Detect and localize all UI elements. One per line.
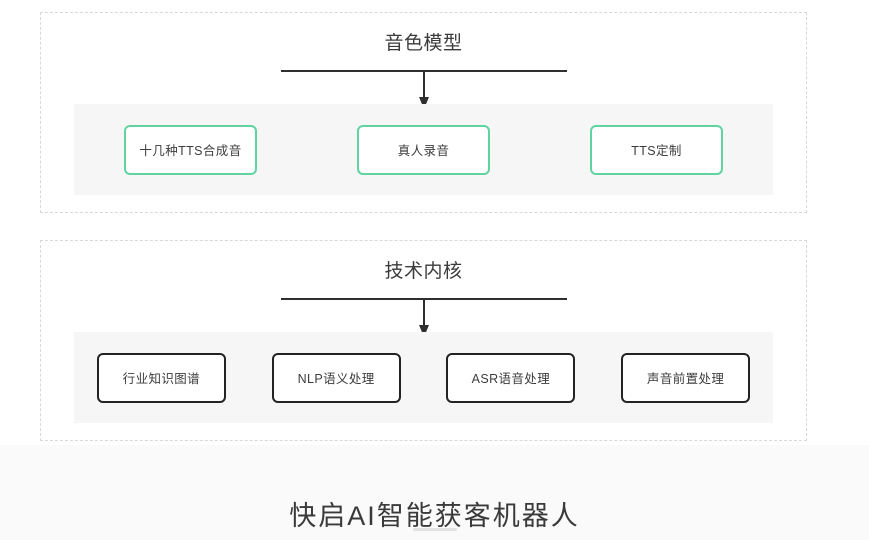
section-tech-core: 技术内核 行业知识图谱 NLP语义处理 ASR语音处理 声音前置处理: [40, 240, 807, 441]
arrow-head: [418, 325, 429, 337]
item-pill[interactable]: 声音前置处理: [621, 352, 751, 403]
section-items-panel: 行业知识图谱 NLP语义处理 ASR语音处理 声音前置处理: [74, 332, 773, 423]
item-pill[interactable]: TTS定制: [590, 124, 723, 175]
arrow-head: [418, 97, 429, 109]
section-title: 技术内核: [384, 261, 463, 282]
down-arrow-icon: [418, 71, 429, 109]
footer-band: 快启AI智能获客机器人: [0, 445, 869, 540]
footer-title: 快启AI智能获客机器人: [289, 501, 580, 531]
item-pill[interactable]: 真人录音: [357, 124, 490, 175]
down-arrow-icon: [418, 299, 429, 337]
section-header: 音色模型: [41, 13, 806, 109]
section-header: 技术内核: [41, 241, 806, 337]
item-pill[interactable]: NLP语义处理: [271, 352, 401, 403]
item-pill[interactable]: 十几种TTS合成音: [124, 124, 257, 175]
item-pill[interactable]: 行业知识图谱: [96, 352, 226, 403]
arrow-stem: [422, 299, 425, 327]
section-voice-model: 音色模型 十几种TTS合成音 真人录音 TTS定制: [40, 12, 807, 213]
section-items-panel: 十几种TTS合成音 真人录音 TTS定制: [74, 104, 773, 195]
item-pill[interactable]: ASR语音处理: [446, 352, 576, 403]
section-title: 音色模型: [384, 33, 463, 54]
arrow-stem: [422, 71, 425, 99]
footer-divider: [412, 528, 457, 531]
